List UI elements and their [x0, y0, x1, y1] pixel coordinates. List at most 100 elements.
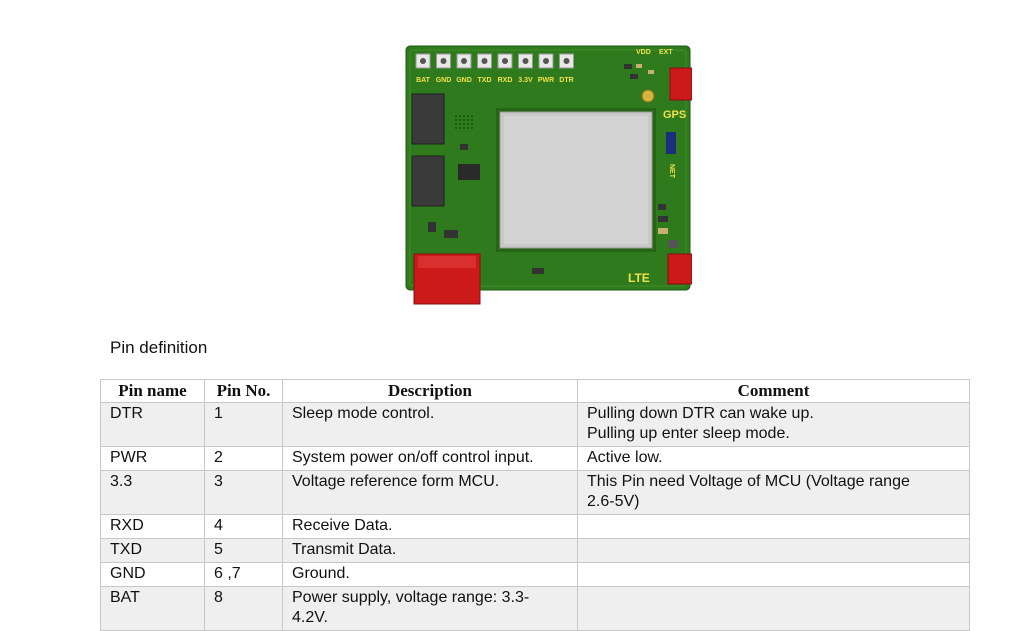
- comment-line: This Pin need Voltage of MCU (Voltage ra…: [587, 473, 910, 490]
- header-pin-hole: [440, 58, 447, 64]
- table-header-row: Pin name Pin No. Description Comment: [100, 379, 970, 403]
- pcb-highlight: [409, 49, 687, 287]
- description-line: System power on/off control input.: [292, 449, 534, 466]
- pin-definition-table: Pin name Pin No. Description Comment DTR…: [100, 379, 970, 631]
- pin-name-cell: PWR: [100, 446, 205, 471]
- smd-component: [624, 64, 632, 69]
- header-pin-label: RXD: [498, 77, 513, 84]
- pin-number-cell: 2: [204, 446, 283, 471]
- lte-connector: [667, 253, 692, 285]
- comment-cell: [577, 514, 970, 539]
- comment-cell: [577, 586, 970, 631]
- description-line: 4.2V.: [292, 609, 328, 626]
- description-line: Ground.: [292, 565, 350, 582]
- pcb-board-image: BAT GND GND TXD RXD 3.3V PWR DTR VDD EXT GPS NE…: [405, 45, 692, 305]
- header-pin-label: GND: [456, 77, 472, 84]
- header-pin-hole: [420, 58, 426, 64]
- smd-component: [658, 228, 668, 234]
- pin-number-cell: 5: [204, 538, 283, 563]
- comment-cell: Active low.: [577, 446, 970, 471]
- smd-component: [630, 74, 638, 79]
- header-pin-hole: [502, 58, 508, 64]
- comment-line: Pulling up enter sleep mode.: [587, 425, 790, 442]
- description-cell: Ground.: [282, 562, 578, 587]
- pin-number-cell: 4: [204, 514, 283, 539]
- pin-name-cell: TXD: [100, 538, 205, 563]
- smd-component: [444, 230, 458, 238]
- description-cell: System power on/off control input.: [282, 446, 578, 471]
- pin-name-cell: BAT: [100, 586, 205, 631]
- regulator-chip: [458, 164, 480, 180]
- header-pin-label: PWR: [538, 77, 554, 84]
- inductor-bottom: [411, 155, 445, 207]
- description-cell: Voltage reference form MCU.: [282, 470, 578, 515]
- pin-number-cell: 3: [204, 470, 283, 515]
- power-connector-top: [418, 256, 476, 268]
- header-pin-label: GND: [436, 77, 452, 84]
- via-grid: [455, 115, 473, 129]
- header-pin-name: Pin name: [100, 379, 205, 403]
- lte-module-sheen: [504, 116, 648, 244]
- description-line: Receive Data.: [292, 517, 393, 534]
- pin-name-cell: DTR: [100, 402, 205, 447]
- smd-component: [532, 268, 544, 274]
- description-line: Transmit Data.: [292, 541, 397, 558]
- smd-component: [636, 64, 642, 68]
- gps-label: GPS: [663, 109, 686, 121]
- comment-cell: This Pin need Voltage of MCU (Voltage ra…: [577, 470, 970, 515]
- header-pin-labels: BAT GND GND TXD RXD 3.3V PWR DTR: [416, 77, 574, 84]
- comment-line: 2.6-5V): [587, 493, 640, 510]
- pin-name-cell: RXD: [100, 514, 205, 539]
- description-line: Sleep mode control.: [292, 405, 435, 422]
- description-line: Voltage reference form MCU.: [292, 473, 500, 490]
- pin-number-cell: 6 ,7: [204, 562, 283, 587]
- pin-number-cell: 8: [204, 586, 283, 631]
- description-cell: Receive Data.: [282, 514, 578, 539]
- header-pin-label: DTR: [559, 77, 573, 84]
- ext-label: EXT: [659, 49, 673, 56]
- lte-label: LTE: [628, 271, 650, 285]
- header-pin-label: 3.3V: [518, 77, 533, 84]
- gps-antenna-pad: [641, 89, 655, 103]
- comment-cell: [577, 562, 970, 587]
- description-line: Power supply, voltage range: 3.3-: [292, 589, 530, 606]
- vdd-label: VDD: [636, 49, 651, 56]
- section-title: Pin definition: [110, 338, 208, 357]
- header-pin-label: BAT: [416, 77, 431, 84]
- header-pin-hole: [522, 58, 529, 64]
- net-led: [666, 132, 676, 154]
- header-pin-hole: [543, 58, 549, 64]
- smd-component: [460, 144, 468, 150]
- comment-line: Pulling down DTR can wake up.: [587, 405, 814, 422]
- gps-connector: [669, 67, 692, 101]
- description-cell: Power supply, voltage range: 3.3- 4.2V.: [282, 586, 578, 631]
- header-pin-hole: [461, 58, 467, 64]
- header-pin-hole: [563, 58, 570, 64]
- comment-line: Active low.: [587, 449, 663, 466]
- inductor-top: [411, 93, 445, 145]
- net-label: NET: [668, 164, 675, 179]
- header-pin-label: TXD: [478, 77, 492, 84]
- pin-name-cell: GND: [100, 562, 205, 587]
- header-comment: Comment: [577, 379, 970, 403]
- comment-cell: Pulling down DTR can wake up. Pulling up …: [577, 402, 970, 447]
- smd-component: [648, 70, 654, 74]
- header-pin-no: Pin No.: [204, 379, 283, 403]
- header-pin-hole: [481, 58, 488, 64]
- smd-component: [658, 216, 668, 222]
- comment-cell: [577, 538, 970, 563]
- description-cell: Transmit Data.: [282, 538, 578, 563]
- smd-component: [428, 222, 436, 232]
- header-description: Description: [282, 379, 578, 403]
- header-pins: [415, 53, 574, 69]
- smd-component: [658, 204, 666, 210]
- pin-number-cell: 1: [204, 402, 283, 447]
- description-cell: Sleep mode control.: [282, 402, 578, 447]
- smd-component: [668, 240, 678, 248]
